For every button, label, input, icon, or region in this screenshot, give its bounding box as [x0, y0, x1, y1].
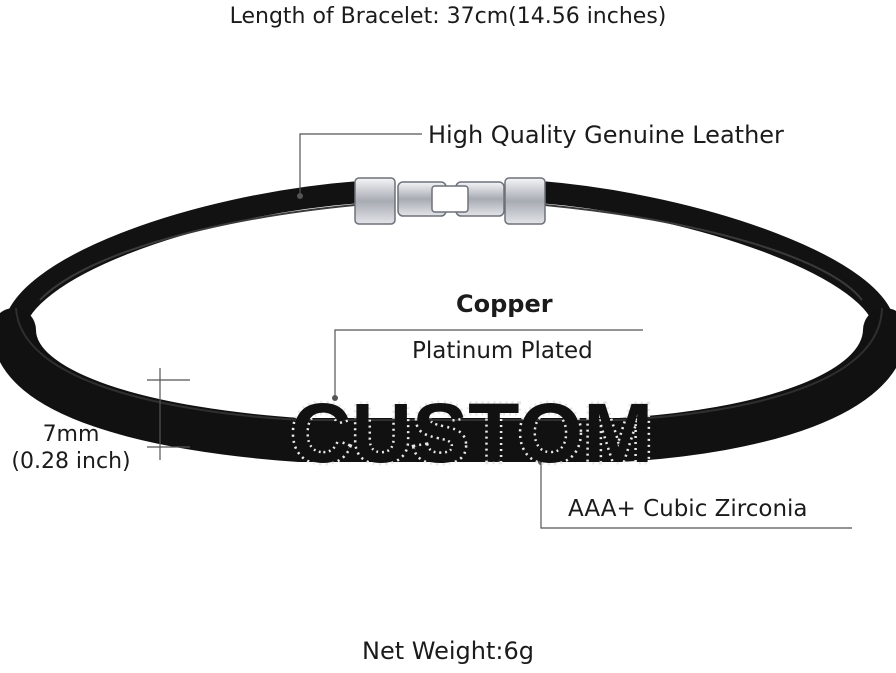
bracelet-length-label: Length of Bracelet: 37cm(14.56 inches) — [229, 4, 667, 29]
width-mm-label: 7mm — [42, 422, 100, 447]
zirconia-callout-dot — [538, 459, 544, 465]
clasp-end-right — [504, 177, 546, 225]
width-dimension-marker — [147, 368, 190, 460]
clasp-end-left — [354, 177, 396, 225]
leather-band-back-highlight — [39, 204, 863, 301]
leather-band-back — [3, 181, 896, 341]
zirconia-callout-line — [540, 462, 852, 529]
leather-callout-dot — [297, 193, 303, 199]
leather-band-front-edge — [15, 307, 883, 421]
cubic-zirconia-label: AAA+ Cubic Zirconia — [568, 496, 808, 522]
custom-pendant-text: CUSTOM — [291, 386, 653, 480]
leather-callout-line — [299, 133, 422, 196]
width-inch-label: (0.28 inch) — [11, 449, 131, 474]
copper-callout-dot — [332, 395, 338, 401]
fold-over-clasp — [354, 177, 546, 225]
leather-material-label: High Quality Genuine Leather — [428, 121, 784, 149]
platinum-plated-label: Platinum Plated — [412, 338, 593, 364]
copper-callout-line — [334, 329, 643, 398]
leather-band-front — [0, 308, 896, 462]
net-weight-label: Net Weight:6g — [362, 637, 534, 665]
clasp-hinge — [431, 185, 469, 213]
copper-label: Copper — [456, 290, 553, 318]
